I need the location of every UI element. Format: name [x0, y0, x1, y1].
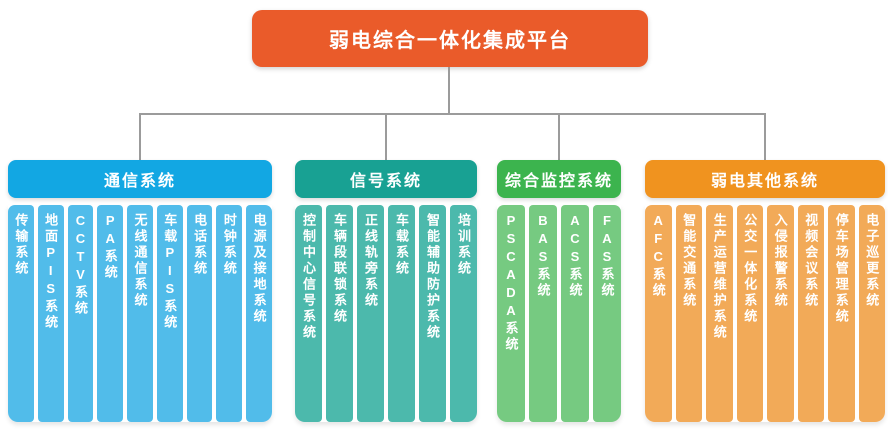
- section-header: 弱电其他系统: [645, 160, 885, 198]
- system-item: PA系统: [97, 205, 124, 422]
- system-item: 车载系统: [388, 205, 415, 422]
- system-item-label: 培训系统: [456, 213, 471, 277]
- section-item-list: 传输系统地面PIS系统 CCTV系统 PA系统无线通信系统车载PIS系统电话系统时钟…: [8, 205, 273, 422]
- system-item-label: 时钟系统: [221, 213, 237, 277]
- system-item: 电子巡更系统: [858, 205, 885, 422]
- system-item: 时钟系统: [216, 205, 243, 422]
- system-item-label: 地面PIS系统: [43, 213, 59, 331]
- system-item: 控制中心信号系统: [295, 205, 322, 422]
- connector-trunk: [448, 67, 450, 113]
- system-item: 智能交通系统: [675, 205, 702, 422]
- system-item: 智能辅助防护系统: [419, 205, 446, 422]
- system-item-label: 车载PIS系统: [162, 213, 178, 331]
- system-item: 视频会议系统: [797, 205, 824, 422]
- system-item: ACS系统: [561, 205, 589, 422]
- system-item-label: AFC系统: [650, 213, 666, 299]
- system-item-label: CCTV系统: [72, 213, 88, 317]
- system-item-label: 控制中心信号系统: [301, 213, 316, 341]
- section-header: 综合监控系统: [497, 160, 621, 198]
- section-other-weak-current-systems: 弱电其他系统 AFC系统智能交通系统生产运营维护系统公交一体化系统入侵报警系统视…: [645, 160, 885, 422]
- root-node: 弱电综合一体化集成平台: [252, 10, 648, 67]
- system-item-label: PSCADA系统: [503, 213, 519, 353]
- system-item: 停车场管理系统: [828, 205, 855, 422]
- system-item-label: PA系统: [102, 213, 118, 281]
- connector-drop-communication: [139, 115, 141, 160]
- section-item-list: PSCADA系统 BAS系统 ACS系统 FAS系统: [497, 205, 621, 422]
- system-item-label: 智能辅助防护系统: [425, 213, 440, 341]
- section-header: 信号系统: [295, 160, 477, 198]
- system-item-label: 传输系统: [13, 213, 29, 277]
- system-item-label: 生产运营维护系统: [711, 213, 727, 341]
- section-item-list: 控制中心信号系统 车辆段联锁系统 正线轨旁系统 车载系统 智能辅助防护系统 培训系统: [295, 205, 477, 422]
- system-item-label: BAS系统: [535, 213, 551, 299]
- system-item: 地面PIS系统: [37, 205, 64, 422]
- root-node-title: 弱电综合一体化集成平台: [329, 30, 571, 52]
- system-item: 车辆段联锁系统: [326, 205, 353, 422]
- system-item: CCTV系统: [67, 205, 94, 422]
- system-item-label: 智能交通系统: [681, 213, 697, 309]
- system-item-label: 电子巡更系统: [864, 213, 880, 309]
- system-item: 传输系统: [8, 205, 34, 422]
- system-item-label: 正线轨旁系统: [363, 213, 378, 309]
- system-item-label: 车辆段联锁系统: [332, 213, 347, 325]
- system-item: AFC系统: [645, 205, 672, 422]
- system-item-label: 车载系统: [394, 213, 409, 277]
- system-item: 正线轨旁系统: [357, 205, 384, 422]
- connector-drop-other: [764, 115, 766, 160]
- connector-drop-signal: [385, 115, 387, 160]
- system-item: BAS系统: [529, 205, 557, 422]
- system-item: 生产运营维护系统: [706, 205, 733, 422]
- system-item-label: ACS系统: [567, 213, 583, 299]
- connector-drop-monitoring: [558, 115, 560, 160]
- section-integrated-monitoring-system: 综合监控系统 PSCADA系统 BAS系统 ACS系统 FAS系统: [497, 160, 621, 422]
- system-item: 无线通信系统: [127, 205, 153, 422]
- system-item: 入侵报警系统: [767, 205, 794, 422]
- system-item: 电话系统: [186, 205, 213, 422]
- section-header: 通信系统: [8, 160, 272, 198]
- system-item: 电源及接地系统: [246, 205, 273, 422]
- system-item: 公交一体化系统: [736, 205, 763, 422]
- section-signal-system: 信号系统 控制中心信号系统 车辆段联锁系统 正线轨旁系统 车载系统 智能辅助防护系统 培训…: [295, 160, 477, 422]
- system-item: PSCADA系统: [497, 205, 525, 422]
- system-item-label: 公交一体化系统: [742, 213, 758, 325]
- system-item-label: 入侵报警系统: [772, 213, 788, 309]
- system-item-label: 视频会议系统: [803, 213, 819, 309]
- section-item-list: AFC系统智能交通系统生产运营维护系统公交一体化系统入侵报警系统视频会议系统停车…: [645, 205, 885, 422]
- system-item: 车载PIS系统: [156, 205, 183, 422]
- system-item-label: 停车场管理系统: [833, 213, 849, 325]
- system-item-label: 电源及接地系统: [251, 213, 267, 325]
- system-item-label: 无线通信系统: [132, 213, 148, 309]
- connector-horizontal-bar: [139, 113, 766, 115]
- system-item: FAS系统: [593, 205, 621, 422]
- system-item-label: FAS系统: [599, 213, 615, 299]
- system-item-label: 电话系统: [192, 213, 208, 277]
- system-item: 培训系统: [450, 205, 477, 422]
